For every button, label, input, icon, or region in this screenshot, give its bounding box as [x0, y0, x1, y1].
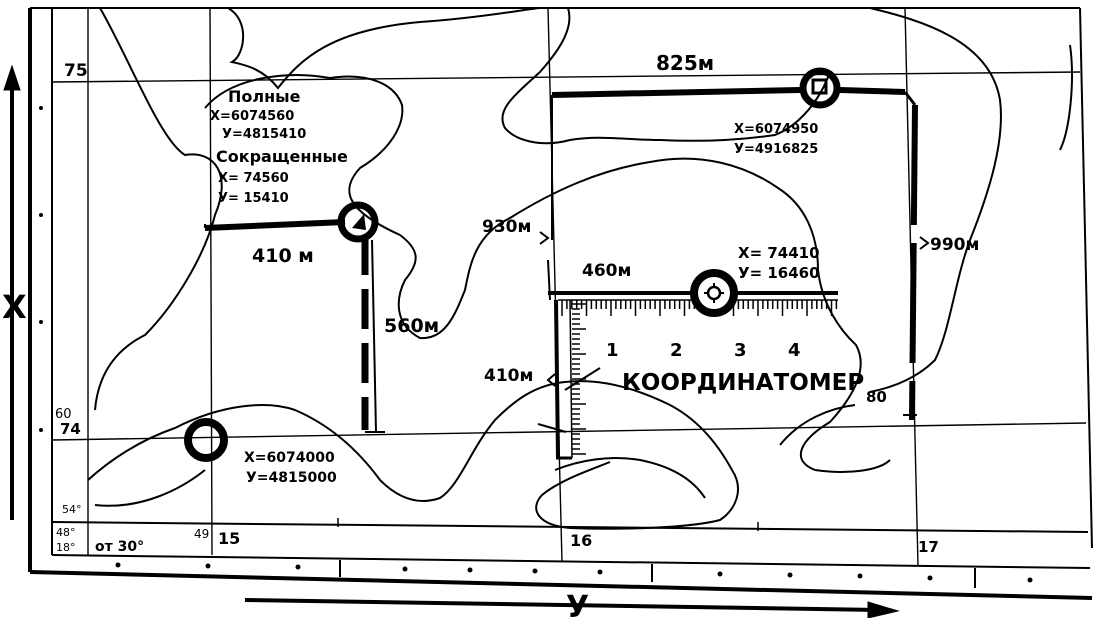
- top-right-coords-x: X=6074950: [734, 122, 818, 137]
- full-coords-y: У=4815410: [222, 127, 306, 142]
- full-coords-x: X=6074560: [210, 109, 294, 124]
- coordinate-grid: [51, 7, 1087, 567]
- coordinatometer-scale-1: 1: [606, 340, 619, 361]
- abbreviated-coords-title: Сокращенные: [216, 147, 348, 166]
- corner-label-48: 48°: [56, 526, 76, 539]
- point-marker-bottom-left: [184, 418, 228, 462]
- y-axis-label: У: [566, 590, 589, 618]
- left-margin-dots: [39, 106, 43, 432]
- point-marker-top-right: [799, 67, 841, 109]
- grid-label-74: 74: [60, 420, 81, 438]
- grid-label-60: 60: [55, 407, 72, 422]
- grid-label-17: 17: [918, 538, 939, 556]
- coordinatometer-scale-3: 3: [734, 340, 747, 361]
- coordinatometer-scale-4: 4: [788, 340, 801, 361]
- distance-930: 930м: [482, 217, 531, 237]
- corner-label-ot30: от 30°: [95, 539, 144, 555]
- coordinatometer-coords-x: X= 74410: [738, 244, 820, 262]
- right-measurement-frame: [547, 87, 918, 421]
- grid-label-49: 49: [194, 527, 209, 541]
- coordinatometer-coords-y: У= 16460: [738, 264, 820, 282]
- grid-label-15: 15: [218, 529, 240, 548]
- distance-410-side: 410м: [484, 366, 533, 386]
- left-measurement-lines: [204, 219, 385, 433]
- coordinatometer-label: КООРДИНАТОМЕР: [622, 370, 864, 396]
- bottom-scale-bar: [115, 518, 1033, 588]
- point-marker-coordinatometer: [690, 269, 738, 317]
- distance-arrow-marks: [539, 231, 930, 387]
- coordinatometer-scale-2: 2: [670, 340, 683, 361]
- coordinatometer-arrow: [564, 367, 601, 391]
- bottom-left-coords-x: X=6074000: [244, 450, 335, 466]
- abbreviated-coords-x: X= 74560: [218, 171, 289, 186]
- point-marker-full: [337, 201, 379, 243]
- full-coords-title: Полные: [228, 87, 301, 106]
- distance-560: 560м: [384, 315, 439, 337]
- corner-label-54: 54°: [62, 503, 82, 516]
- contour-label-80: 80: [866, 388, 887, 406]
- distance-460: 460м: [582, 261, 631, 281]
- contour-lines: [87, 7, 1073, 530]
- distance-825: 825м: [656, 51, 714, 75]
- abbreviated-coords-y: У= 15410: [218, 191, 289, 206]
- axis-arrows: [3, 64, 900, 619]
- distance-410-top: 410 м: [252, 245, 314, 267]
- grid-label-75: 75: [64, 61, 88, 81]
- grid-label-16: 16: [570, 531, 592, 550]
- x-axis-label: X: [2, 288, 27, 326]
- corner-label-18: 18°: [56, 541, 76, 554]
- bottom-left-coords-y: У=4815000: [246, 470, 337, 486]
- distance-990: 990м: [930, 235, 979, 255]
- top-right-coords-y: У=4916825: [734, 142, 818, 157]
